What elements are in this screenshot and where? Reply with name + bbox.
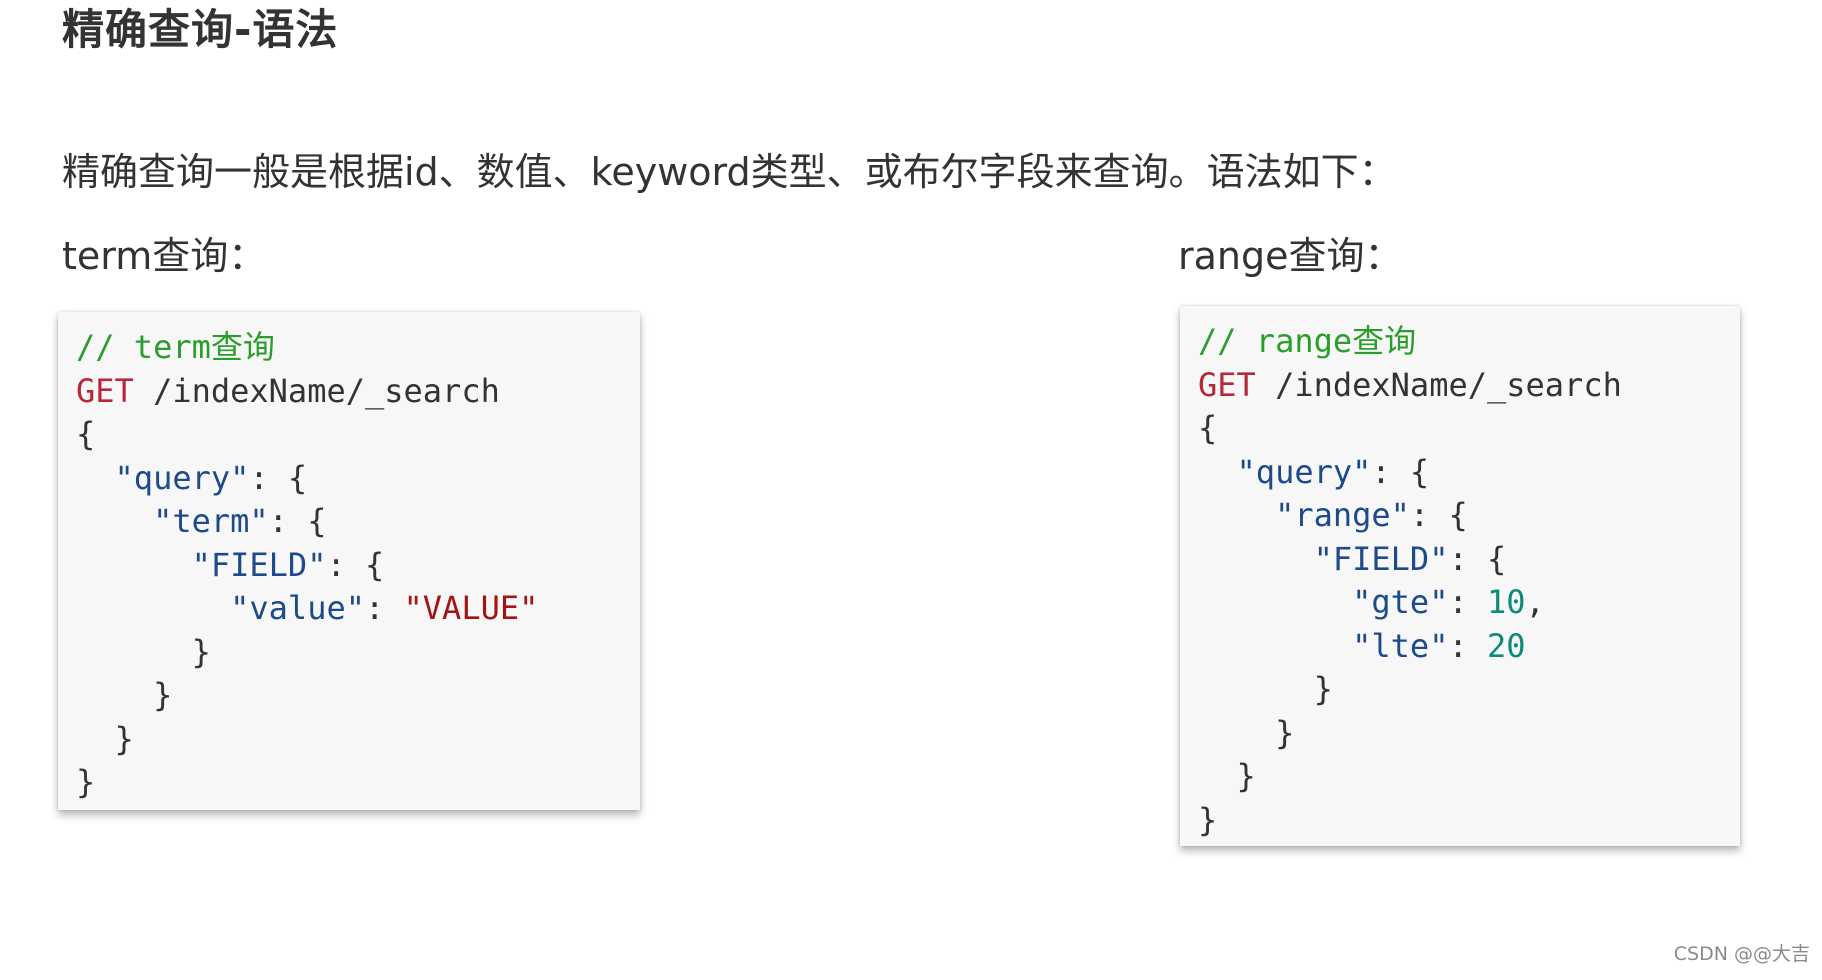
page-title: 精确查询-语法 (62, 5, 339, 54)
watermark-text: CSDN @@大吉 (1673, 943, 1810, 965)
brace: } (1313, 670, 1333, 708)
colon: : (364, 589, 404, 627)
colon: : (1448, 626, 1487, 665)
term-code-block: // term查询 GET /indexName/_search { "quer… (58, 312, 640, 810)
json-key-field: "FIELD" (1313, 539, 1449, 578)
brace: { (76, 415, 96, 453)
json-key-value: "value" (230, 589, 365, 627)
colon: : (1448, 583, 1487, 621)
term-query-label: term查询： (62, 234, 267, 278)
json-value-string: "VALUE" (403, 589, 539, 627)
range-code-block: // range查询 GET /indexName/_search { "que… (1180, 306, 1740, 846)
json-key-lte: "lte" (1352, 626, 1449, 665)
colon-brace: : { (1409, 496, 1468, 534)
colon-brace: : { (1448, 539, 1507, 578)
brace: } (114, 719, 134, 758)
request-path: /indexName/_search (133, 371, 500, 410)
json-key-query: "query" (114, 458, 250, 497)
brace: } (1236, 757, 1256, 795)
brace: } (153, 676, 173, 714)
brace: } (191, 632, 211, 671)
request-path: /indexName/_search (1255, 365, 1622, 404)
description-text: 精确查询一般是根据id、数值、keyword类型、或布尔字段来查询。语法如下： (62, 150, 1397, 194)
code-comment: // term查询 (76, 328, 275, 366)
brace: { (1198, 409, 1218, 447)
json-key-range: "range" (1275, 496, 1410, 534)
colon-brace: : { (326, 545, 385, 584)
colon-brace: : { (249, 458, 308, 497)
range-code: // range查询 GET /indexName/_search { "que… (1198, 320, 1740, 842)
range-query-label: range查询： (1178, 234, 1403, 278)
json-value-gte: 10 (1486, 583, 1526, 621)
code-comment: // range查询 (1198, 322, 1417, 360)
json-key-term: "term" (153, 502, 269, 540)
json-value-lte: 20 (1486, 626, 1526, 665)
brace: } (1198, 800, 1218, 839)
colon-brace: : { (1371, 452, 1430, 491)
colon-brace: : { (268, 502, 327, 540)
term-code: // term查询 GET /indexName/_search { "quer… (76, 326, 640, 805)
http-method: GET (76, 371, 134, 410)
brace: } (1275, 713, 1295, 752)
brace: } (76, 763, 96, 801)
comma: , (1525, 583, 1545, 621)
json-key-field: "FIELD" (191, 545, 327, 584)
json-key-query: "query" (1236, 452, 1372, 491)
http-method: GET (1198, 365, 1256, 404)
json-key-gte: "gte" (1352, 583, 1449, 621)
